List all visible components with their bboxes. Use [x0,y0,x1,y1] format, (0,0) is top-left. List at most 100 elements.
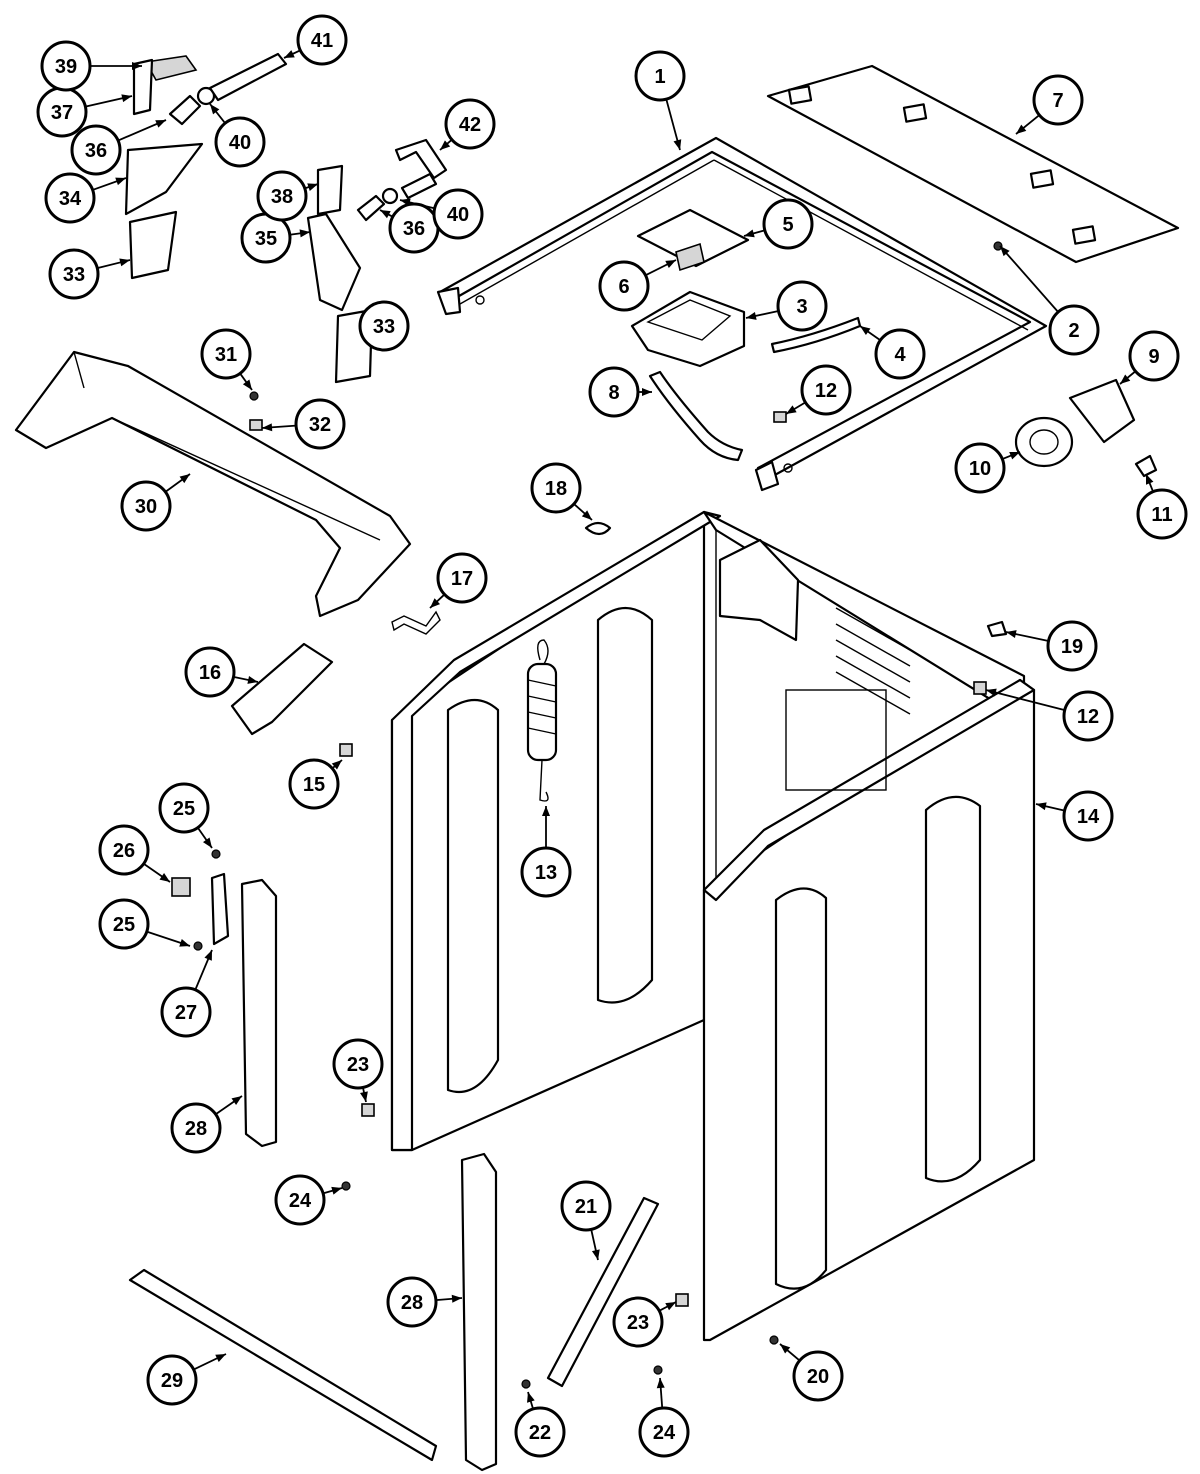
callout-number: 33 [373,316,395,338]
tube-41 [208,52,288,102]
callout-number: 14 [1077,806,1100,828]
screw-24-right [653,1365,663,1375]
callout-c16: 16 [184,646,236,698]
callout-c23b: 23 [612,1296,664,1348]
leader-arrow-c27 [204,950,212,961]
callout-number: 8 [608,382,619,404]
leader-arrow-c29 [215,1354,226,1362]
callout-number: 29 [161,1370,183,1392]
callout-c34: 34 [44,172,96,224]
callout-c29: 29 [146,1354,198,1406]
clamp-40-lower [381,187,399,205]
dispenser-35 [306,212,362,312]
callout-c32: 32 [294,398,346,450]
callout-circle [514,1406,566,1458]
callout-number: 3 [796,296,807,318]
callout-c40b: 40 [432,188,484,240]
leader-arrow-c31 [242,379,252,390]
callout-number: 30 [135,496,157,518]
callout-circle [158,782,210,834]
callout-circle [98,898,150,950]
callout-number: 20 [807,1366,829,1388]
leader-arrow-c14 [1036,802,1047,811]
callout-number: 25 [173,798,195,820]
leader-arrow-c39 [132,62,142,70]
callout-circle [1046,620,1098,672]
callout-circle [120,480,172,532]
callout-c24b: 24 [638,1406,690,1458]
leader-arrow-c22 [527,1392,535,1403]
fitting-36-lower [356,194,386,222]
callout-c38: 38 [256,170,308,222]
callout-circle [288,758,340,810]
leader-arrow-c23b [665,1302,676,1311]
callout-circle [560,1180,612,1232]
callout-circle [296,14,348,66]
hose-8 [648,370,744,462]
screw-20 [769,1335,779,1345]
callout-circle [598,260,650,312]
leader-arrow-c28b [451,1294,462,1303]
leader-arrow-c16 [247,676,258,684]
callout-c12b: 12 [1062,690,1114,742]
callout-number: 40 [447,204,469,226]
callout-circle [874,328,926,380]
tube-42-end [400,172,438,200]
callout-circle [146,1354,198,1406]
callout-labels: 1234567891011121213141516171819202122232… [36,14,1188,1458]
clamp-40-upper [196,86,216,106]
rail-28-center [460,1152,498,1472]
console-30 [14,350,412,618]
callout-c17: 17 [436,552,488,604]
leader-arrow-c8 [642,388,652,396]
callout-c19: 19 [1046,620,1098,672]
callout-circle [634,50,686,102]
hose-42 [394,138,448,180]
clip-27 [210,872,230,946]
leader-arrow-c10 [1009,452,1020,460]
callout-circle [588,366,640,418]
clip-12-lower [973,681,987,695]
callout-number: 5 [782,214,793,236]
callout-c20: 20 [792,1350,844,1402]
callout-c8: 8 [588,366,640,418]
callout-c41: 41 [296,14,348,66]
callout-c36a: 36 [70,124,122,176]
callout-number: 1 [654,66,665,88]
clip-19 [986,620,1008,638]
callout-circle [530,462,582,514]
screw-22 [521,1379,531,1389]
leader-arrow-c2 [1000,246,1010,257]
leader-arrow-c32 [262,423,273,432]
bracket-26 [171,877,191,897]
callout-number: 23 [347,1054,369,1076]
callout-circle [1032,74,1084,126]
callout-number: 36 [403,218,425,240]
callout-number: 12 [1077,706,1099,728]
callout-circle [214,116,266,168]
callout-circle [98,824,150,876]
callout-c25b: 25 [98,898,150,950]
callout-circle [40,40,92,92]
callout-circle [160,986,212,1038]
callout-circle [432,188,484,240]
callout-number: 33 [63,264,85,286]
callout-number: 32 [309,414,331,436]
callout-c30: 30 [120,480,172,532]
callout-number: 21 [575,1196,597,1218]
callout-c15: 15 [288,758,340,810]
leader-arrow-c23a [360,1091,368,1102]
leader-arrow-c13 [542,806,550,816]
callout-c10: 10 [954,442,1006,494]
callout-number: 17 [451,568,473,590]
leader-arrow-c12b [986,688,997,697]
clip-11 [1134,454,1158,478]
callout-circle [792,1350,844,1402]
leader-arrow-c7 [1016,124,1027,134]
callout-c27: 27 [160,986,212,1038]
callout-c4: 4 [874,328,926,380]
leader-arrow-c24a [331,1186,342,1195]
leader-arrow-c36a [155,120,166,128]
leader-arrow-c12a [786,405,797,414]
cabinet-14 [390,510,1036,1342]
